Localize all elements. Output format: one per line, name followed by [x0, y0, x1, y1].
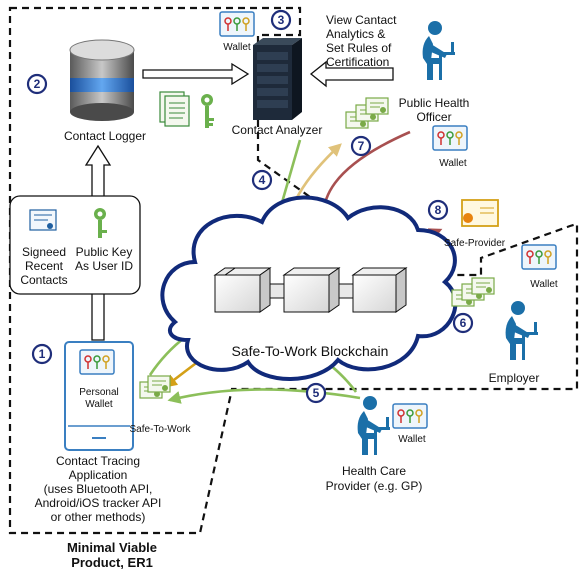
contact-analyzer-label: Contact Analyzer	[232, 123, 323, 137]
svg-text:7: 7	[358, 139, 365, 153]
step-4-badge: 4	[251, 169, 273, 191]
svg-text:5: 5	[313, 386, 320, 400]
health-care-provider-icon	[357, 396, 390, 455]
app-description-line-2: Application	[69, 468, 128, 482]
safe-provider-label: Safe-Provider	[444, 238, 506, 249]
wallet-icon	[219, 11, 255, 37]
step-7-badge: 7	[350, 135, 372, 157]
mvp-label-line-2: Product, ER1	[71, 555, 153, 570]
officer-label-line-1: Public Health	[399, 96, 470, 110]
safe-to-work-label: Safe-To-Work	[130, 424, 192, 435]
step-6-badge: 6	[452, 312, 474, 334]
contact-logger-label: Contact Logger	[64, 129, 146, 143]
database-icon	[69, 39, 135, 121]
personal-wallet-line-1: Personal	[79, 387, 118, 398]
documents-icon	[159, 91, 190, 127]
key-icon	[201, 94, 214, 128]
signed-contacts-line-2: Recent	[25, 259, 64, 273]
step-1-badge: 1	[31, 343, 53, 365]
public-health-officer-icon	[422, 21, 455, 80]
wallet-label: Wallet	[223, 42, 251, 53]
provider-wallet-label: Wallet	[398, 434, 426, 445]
signed-contacts-line-1: Signeed	[22, 245, 66, 259]
public-key-line-2: As User ID	[75, 259, 133, 273]
signed-contacts-line-3: Contacts	[20, 273, 67, 287]
step-5-badge: 5	[305, 382, 327, 404]
svg-text:6: 6	[460, 316, 467, 330]
signed-document-icon	[29, 209, 57, 231]
view-analytics-line-4: Certification	[326, 55, 389, 69]
safe-provider-certificate-icon	[461, 199, 499, 227]
chain-link-2	[338, 283, 354, 299]
view-analytics-line-2: Analytics &	[326, 27, 385, 41]
chain-link-1	[269, 283, 285, 299]
svg-text:2: 2	[34, 77, 41, 91]
block-2	[282, 267, 341, 313]
provider-wallet-icon	[392, 403, 428, 429]
officer-wallet-icon	[432, 125, 468, 151]
svg-text:3: 3	[278, 13, 285, 27]
employer-icon	[505, 301, 538, 360]
employer-label: Employer	[489, 371, 540, 385]
app-description-line-1: Contact Tracing	[56, 454, 140, 468]
view-analytics-line-1: View Cantact	[326, 13, 397, 27]
svg-text:1: 1	[39, 347, 46, 361]
block-1	[213, 267, 272, 313]
provider-label-line-1: Health Care	[342, 464, 406, 478]
certificate-icon	[365, 97, 389, 115]
arrow-logger-to-analyzer	[142, 62, 250, 86]
step-8-badge: 8	[427, 199, 449, 221]
app-description-line-3: (uses Bluetooth API,	[44, 482, 153, 496]
personal-wallet-icon	[79, 349, 115, 375]
mvp-label-line-1: Minimal Viable	[67, 540, 157, 555]
officer-wallet-label: Wallet	[439, 158, 467, 169]
public-key-line-1: Public Key	[76, 245, 133, 259]
view-analytics-line-3: Set Rules of	[326, 41, 392, 55]
blockchain-label: Safe-To-Work Blockchain	[232, 343, 389, 359]
step-2-badge: 2	[26, 73, 48, 95]
safe-to-work-certificate-icon	[147, 375, 171, 393]
public-key-icon	[94, 208, 107, 238]
mvp-boundary	[8, 6, 579, 535]
certificate-icon	[471, 277, 495, 295]
server-icon	[253, 38, 302, 120]
arrow-provider-to-app	[167, 388, 361, 404]
employer-wallet-icon	[521, 244, 557, 270]
provider-label-line-2: Provider (e.g. GP)	[326, 479, 423, 493]
step-3-badge: 3	[270, 9, 292, 31]
app-description-line-4: Android/iOS tracker API	[35, 496, 162, 510]
employer-wallet-label: Wallet	[530, 279, 558, 290]
personal-wallet-line-2: Wallet	[85, 399, 113, 410]
app-description-line-5: or other methods)	[51, 510, 146, 524]
svg-text:8: 8	[435, 203, 442, 217]
arrow-officer-to-analyzer	[309, 60, 394, 88]
officer-label-line-2: Officer	[416, 110, 451, 124]
block-3	[351, 267, 408, 313]
svg-text:4: 4	[259, 173, 266, 187]
